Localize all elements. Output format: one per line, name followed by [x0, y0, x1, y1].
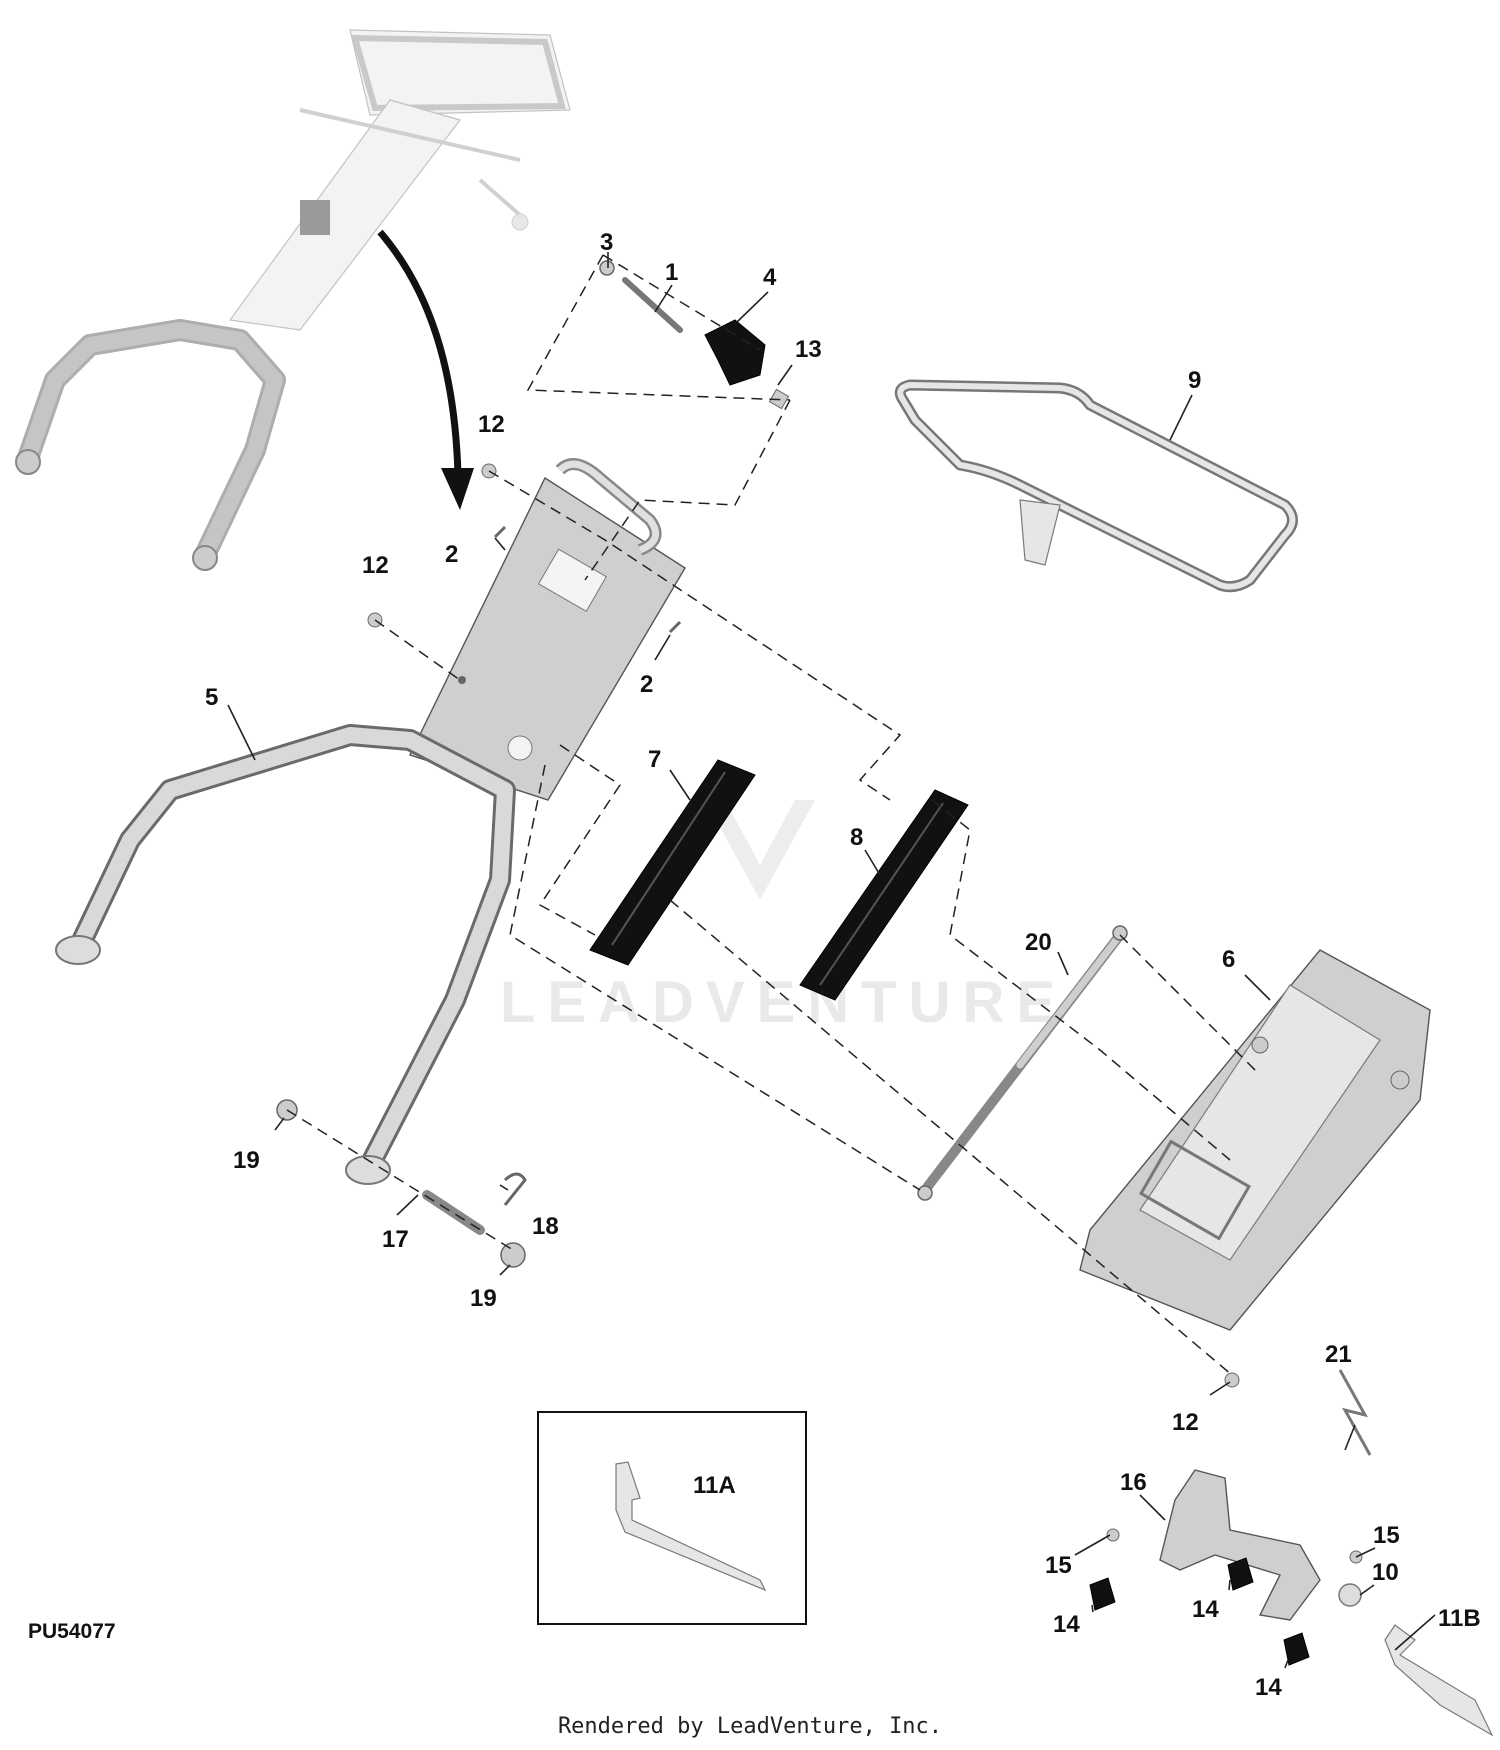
item-2-pin-a [493, 525, 507, 539]
callout-10[interactable]: 10 [1372, 1559, 1399, 1586]
callout-14-left[interactable]: 14 [1053, 1611, 1080, 1638]
callout-14-middle[interactable]: 14 [1192, 1596, 1219, 1623]
callout-1[interactable]: 1 [665, 259, 678, 286]
item-18-clip [503, 1172, 527, 1206]
overview-handlebar [15, 319, 286, 571]
loop-handle [894, 379, 1298, 593]
item-14-bumper-a [1089, 1577, 1116, 1611]
indicator-arrowhead [441, 468, 474, 510]
callout-18[interactable]: 18 [532, 1213, 559, 1240]
top-small-parts [599, 260, 790, 410]
item-11b-lever [1384, 1624, 1494, 1737]
diagram-code: PU54077 [28, 1620, 116, 1643]
item-15-bolt-a [1106, 1528, 1120, 1542]
callout-13[interactable]: 13 [795, 336, 822, 363]
item-11a-lever [615, 1461, 767, 1592]
item-12-bolt-c [1224, 1372, 1240, 1388]
indicator-arrow [377, 229, 462, 476]
callout-15-left[interactable]: 15 [1045, 1552, 1072, 1579]
callout-6[interactable]: 6 [1222, 946, 1235, 973]
callout-5[interactable]: 5 [205, 684, 218, 711]
overview-assembly [228, 29, 571, 331]
gas-strut [917, 925, 1128, 1201]
item-14-bumper-b [1227, 1557, 1254, 1591]
item-21-spring [1338, 1369, 1372, 1456]
callout-19-left[interactable]: 19 [233, 1147, 260, 1174]
callout-16[interactable]: 16 [1120, 1469, 1147, 1496]
callouts: 1 2 2 3 4 5 6 7 8 9 10 11A 11B 12 12 12 … [205, 229, 1481, 1701]
inset-box [537, 1411, 807, 1625]
handlebar-frame [55, 458, 686, 1185]
callout-3[interactable]: 3 [600, 229, 613, 256]
callout-2-lower[interactable]: 2 [640, 671, 653, 698]
callout-12-bottom[interactable]: 12 [1172, 1409, 1199, 1436]
callout-14-bottom[interactable]: 14 [1255, 1674, 1282, 1701]
callout-20[interactable]: 20 [1025, 929, 1052, 956]
callout-17[interactable]: 17 [382, 1226, 409, 1253]
callout-8[interactable]: 8 [850, 824, 863, 851]
callout-2-upper[interactable]: 2 [445, 541, 458, 568]
callout-7[interactable]: 7 [648, 746, 661, 773]
watermark-text: LEADVENTURE [500, 970, 1067, 1035]
callout-11b[interactable]: 11B [1438, 1605, 1481, 1632]
callout-12-left[interactable]: 12 [362, 552, 389, 579]
callout-19-right[interactable]: 19 [470, 1285, 497, 1312]
lower-right-parts [1089, 1369, 1494, 1737]
callout-4[interactable]: 4 [763, 264, 777, 291]
callout-21[interactable]: 21 [1325, 1341, 1352, 1368]
item-19-bushing-b [500, 1242, 526, 1268]
item-16-bracket [1159, 1469, 1321, 1621]
callout-9[interactable]: 9 [1188, 367, 1201, 394]
item-2-pin-b [668, 620, 682, 634]
callout-11a[interactable]: 11A [693, 1472, 736, 1499]
item-1-rod [622, 277, 683, 333]
seat-rail-7 [589, 759, 756, 966]
seat-rail-8 [799, 789, 969, 1001]
watermark: LEADVENTURE [500, 800, 1067, 1035]
item-10-washer [1338, 1583, 1362, 1607]
item-4-knob [704, 319, 766, 386]
callout-12-top[interactable]: 12 [478, 411, 505, 438]
render-credit: Rendered by LeadVenture, Inc. [557, 1714, 943, 1739]
assembly-lines [286, 254, 1261, 1376]
callout-15-right[interactable]: 15 [1373, 1522, 1400, 1549]
item-14-bumper-c [1283, 1632, 1310, 1666]
item-3-part [599, 260, 615, 276]
lower-frame [1079, 949, 1431, 1331]
